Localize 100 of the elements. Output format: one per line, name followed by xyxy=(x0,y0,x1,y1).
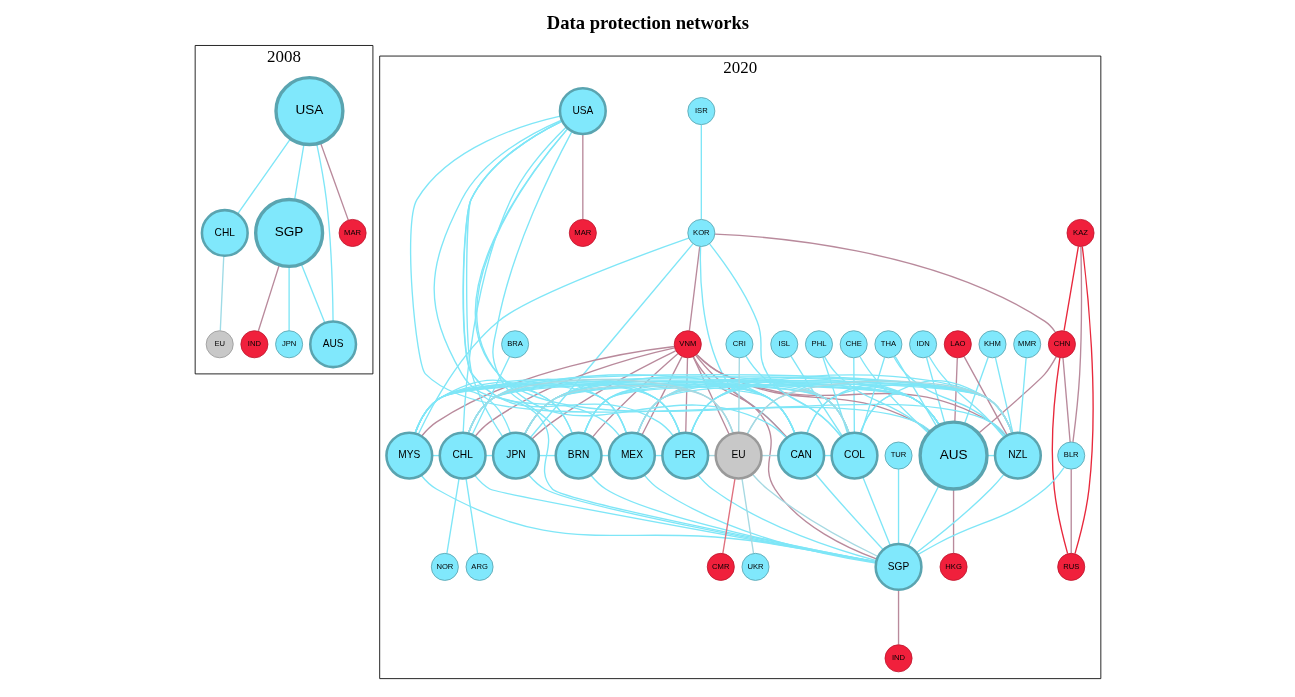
connector xyxy=(589,474,877,563)
node-circle: RUS xyxy=(1056,552,1085,581)
node-circle: EU xyxy=(713,431,763,480)
connector xyxy=(1061,357,1071,443)
connector xyxy=(713,233,1056,333)
connector xyxy=(751,473,879,558)
node-circle: UKR xyxy=(741,552,769,581)
connector xyxy=(925,356,945,424)
connector xyxy=(977,355,1057,434)
connector xyxy=(643,474,877,564)
connector xyxy=(236,138,291,215)
connector xyxy=(688,245,700,332)
connector xyxy=(319,142,349,221)
connector xyxy=(962,355,1008,436)
node-circle: CAN xyxy=(776,431,825,480)
node-circle: MMR xyxy=(1012,330,1041,359)
node-circle: PER xyxy=(660,431,709,480)
connector xyxy=(821,356,848,435)
connector xyxy=(928,355,1005,438)
connector xyxy=(219,255,224,332)
node-circle: JPN xyxy=(274,330,303,359)
node-circle: IND xyxy=(239,330,268,359)
node-circle: NZL xyxy=(993,431,1042,480)
connector xyxy=(1070,468,1072,554)
node-circle: ISL xyxy=(769,330,798,359)
node-circle: CHE xyxy=(839,330,868,359)
connector xyxy=(915,473,1005,554)
diagram-title: Data protection networks xyxy=(546,12,749,34)
node-circle: COL xyxy=(829,431,879,480)
node-circle: NOR xyxy=(430,552,459,581)
connector xyxy=(491,130,573,439)
node-circle: USA xyxy=(273,75,345,147)
connector xyxy=(994,357,1013,434)
node-circle: CHN xyxy=(1047,330,1076,359)
connector xyxy=(897,468,899,545)
connector xyxy=(1051,357,1068,555)
node-circle: IDN xyxy=(908,330,937,359)
connector xyxy=(744,355,842,438)
connector xyxy=(952,488,954,554)
connector xyxy=(859,356,885,435)
connector xyxy=(789,355,843,437)
node-circle: KHM xyxy=(978,330,1006,359)
node-circle: EU xyxy=(205,330,234,359)
node-circle: THA xyxy=(873,330,902,359)
connector xyxy=(583,381,1013,434)
connector xyxy=(591,353,678,438)
connector xyxy=(1062,245,1079,332)
node-circle: CRI xyxy=(724,330,753,359)
connector xyxy=(583,385,940,434)
connector xyxy=(293,143,305,201)
node-circle: BLR xyxy=(1056,441,1085,470)
node-circle: KAZ xyxy=(1066,219,1094,247)
connector xyxy=(471,356,510,436)
connector xyxy=(708,243,842,438)
connector xyxy=(300,263,325,324)
connector xyxy=(907,485,939,547)
connector xyxy=(858,355,929,434)
node-circle: BRA xyxy=(500,330,529,359)
connector xyxy=(963,356,989,425)
node-circle: AUS xyxy=(917,420,989,491)
node-circle: KOR xyxy=(686,219,715,247)
connector xyxy=(814,473,884,551)
node-circle: HKG xyxy=(939,552,968,581)
connector xyxy=(893,355,937,428)
connector xyxy=(1071,245,1082,443)
connector xyxy=(530,350,676,440)
connector xyxy=(689,374,1013,434)
node-circle: MAR xyxy=(568,219,597,247)
connector xyxy=(696,474,877,562)
node-circle: IND xyxy=(884,644,912,673)
node-circle: MAR xyxy=(338,219,367,247)
node-circle: CHL xyxy=(200,208,249,258)
node-circle: MYS xyxy=(384,431,433,480)
connector xyxy=(689,378,850,434)
connector xyxy=(581,133,583,220)
node-circle: PHL xyxy=(804,330,833,359)
connector xyxy=(746,380,1013,435)
connector xyxy=(953,357,958,423)
node-circle: USA xyxy=(558,86,607,136)
connector xyxy=(823,356,930,434)
node-circle: AUS xyxy=(308,320,357,369)
connector xyxy=(897,589,899,646)
connector xyxy=(917,466,1065,556)
node-circle: ARG xyxy=(465,552,494,581)
node-circle: SGP xyxy=(253,197,324,269)
connector xyxy=(583,383,796,435)
node-circle: VNM xyxy=(673,330,702,359)
node-circle: BRN xyxy=(553,431,603,480)
connector xyxy=(1073,245,1094,555)
connector xyxy=(257,264,280,332)
node-circle: ISR xyxy=(686,97,715,126)
node-circle: TUR xyxy=(884,441,912,470)
node-circle: CMR xyxy=(706,552,735,581)
node-circle: JPN xyxy=(491,431,540,480)
node-circle: LAO xyxy=(943,330,972,359)
connector xyxy=(700,124,702,220)
node-circle: SGP xyxy=(873,542,923,591)
node-circle: MEX xyxy=(607,431,656,480)
node-circle: CHL xyxy=(438,431,487,480)
connector xyxy=(892,356,1006,438)
